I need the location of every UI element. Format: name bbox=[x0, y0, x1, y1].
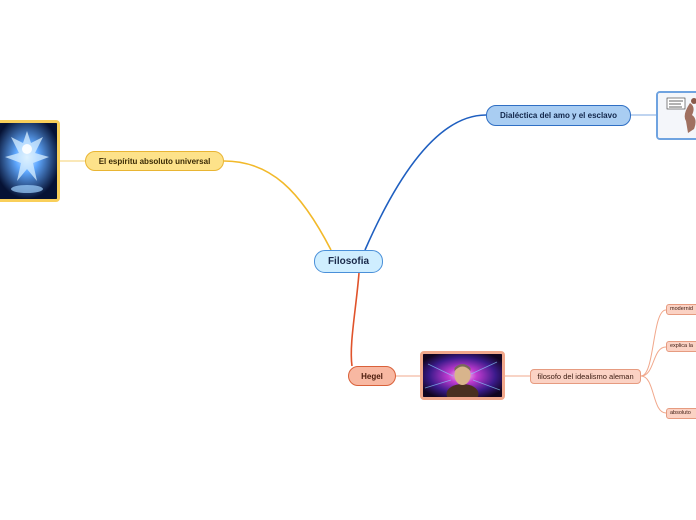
glowing-spirit-figure-image bbox=[0, 123, 57, 199]
subtopic-idealismo-aleman[interactable]: filosofo del idealismo aleman bbox=[530, 369, 641, 384]
central-topic-filosofia[interactable]: Filosofia bbox=[314, 250, 383, 273]
leaf-topic-absoluto[interactable]: absoluto bbox=[666, 408, 696, 419]
topic-hegel-label: Hegel bbox=[361, 371, 383, 381]
hegel-image[interactable] bbox=[420, 351, 505, 400]
topic-espiritu-label: El espíritu absoluto universal bbox=[98, 156, 211, 166]
spirit-image[interactable] bbox=[0, 120, 60, 202]
leaf-topic-label: absoluto bbox=[670, 410, 691, 416]
leaf-topic-modernidad[interactable]: modernid bbox=[666, 304, 696, 315]
leaf-topic-label: explica la bbox=[670, 343, 693, 349]
hegel-portrait-image bbox=[423, 354, 502, 397]
topic-dialectica[interactable]: Dialéctica del amo y el esclavo bbox=[486, 105, 631, 126]
topic-hegel[interactable]: Hegel bbox=[348, 366, 396, 386]
comic-illustration-image bbox=[658, 93, 696, 138]
topic-dialectica-label: Dialéctica del amo y el esclavo bbox=[500, 111, 617, 120]
leaf-topic-label: modernid bbox=[670, 306, 693, 312]
subtopic-idealismo-label: filosofo del idealismo aleman bbox=[537, 372, 634, 381]
topic-espiritu-absoluto[interactable]: El espíritu absoluto universal bbox=[85, 151, 224, 171]
dialectic-image[interactable] bbox=[656, 91, 696, 140]
central-topic-label: Filosofia bbox=[327, 256, 370, 267]
leaf-topic-explica[interactable]: explica la bbox=[666, 341, 696, 352]
